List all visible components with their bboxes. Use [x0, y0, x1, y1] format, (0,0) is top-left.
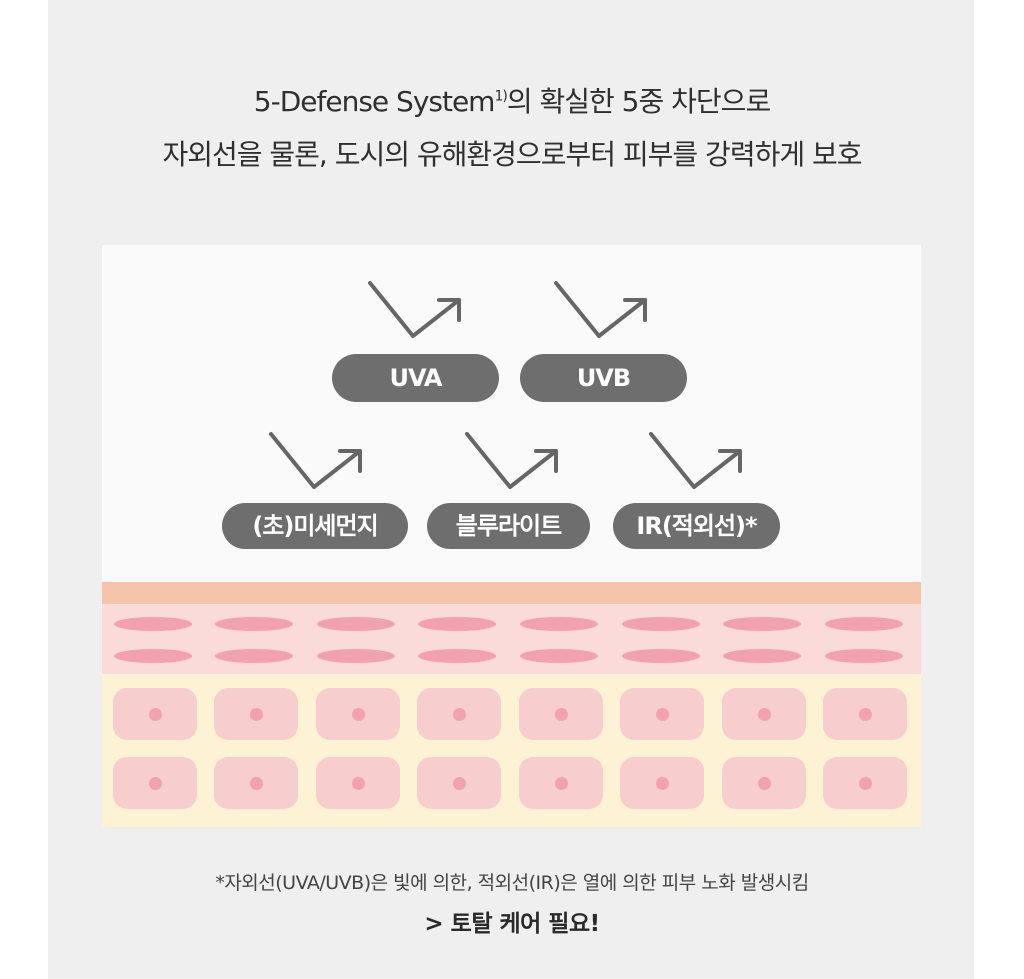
cell-nucleus	[250, 777, 263, 790]
cell-nucleus	[758, 708, 771, 721]
threat-pill-uva: UVA	[332, 354, 499, 402]
dermis-cell	[519, 688, 603, 740]
cell-nucleus	[352, 708, 365, 721]
dermis-cell	[316, 688, 400, 740]
threat-pill-fine-dust: (초)미세먼지	[222, 503, 408, 549]
threat-pill-blue-light: 블루라이트	[427, 503, 590, 549]
epidermis-cell	[825, 649, 903, 663]
environment-area: UVA UVB (초)미세먼지 블루라이트 IR(적외선)*	[102, 245, 921, 582]
epidermis-cell	[114, 617, 192, 631]
epidermis-cell	[215, 617, 293, 631]
epidermis-cell	[520, 649, 598, 663]
cell-nucleus	[149, 777, 162, 790]
epidermis-cell	[622, 617, 700, 631]
total-care-callout: > 토탈 케어 필요!	[424, 911, 600, 937]
dermis-cell	[823, 688, 907, 740]
skin-dermis-layer	[102, 674, 921, 827]
dermis-cell	[214, 757, 298, 809]
cell-nucleus	[758, 777, 771, 790]
dermis-cell	[519, 757, 603, 809]
epidermis-cell	[317, 617, 395, 631]
epidermis-cell	[723, 617, 801, 631]
deflect-arrow-icon	[554, 281, 647, 338]
epidermis-cell	[723, 649, 801, 663]
footnote-ref: 1)	[494, 88, 507, 105]
epidermis-cell	[317, 649, 395, 663]
headline-line-2: 자외선을 물론, 도시의 유해환경으로부터 피부를 강력하게 보호	[162, 138, 862, 171]
threat-pill-uvb: UVB	[520, 354, 687, 402]
deflect-arrow-icon	[368, 281, 461, 338]
headline-brand: 5-Defense System	[253, 85, 496, 118]
cell-nucleus	[453, 708, 466, 721]
cell-nucleus	[352, 777, 365, 790]
threat-pill-infrared: IR(적외선)*	[613, 503, 780, 549]
epidermis-cell	[418, 649, 496, 663]
dermis-cell	[823, 757, 907, 809]
deflect-arrow-icon	[649, 432, 742, 489]
dermis-cell	[113, 688, 197, 740]
epidermis-cell	[418, 617, 496, 631]
headline-suffix: 의 확실한 5중 차단으로	[506, 85, 771, 118]
skin-defense-diagram: UVA UVB (초)미세먼지 블루라이트 IR(적외선)*	[102, 245, 921, 827]
cell-nucleus	[453, 777, 466, 790]
dermis-cell	[722, 757, 806, 809]
cell-nucleus	[555, 708, 568, 721]
cell-nucleus	[656, 708, 669, 721]
cell-nucleus	[250, 708, 263, 721]
dermis-cell	[113, 757, 197, 809]
dermis-cell	[620, 757, 704, 809]
cell-nucleus	[149, 708, 162, 721]
skin-epidermis-layer	[102, 604, 921, 674]
cell-nucleus	[859, 777, 872, 790]
epidermis-cell	[215, 649, 293, 663]
cell-nucleus	[656, 777, 669, 790]
cell-nucleus	[859, 708, 872, 721]
skin-stratum-layer	[102, 582, 921, 604]
footnote-text: *자외선(UVA/UVB)은 빛에 의한, 적외선(IR)은 열에 의한 피부 …	[215, 872, 809, 894]
epidermis-cell	[114, 649, 192, 663]
dermis-cell	[214, 688, 298, 740]
deflect-arrow-icon	[465, 432, 558, 489]
dermis-cell	[417, 688, 501, 740]
epidermis-cell	[520, 617, 598, 631]
dermis-cell	[316, 757, 400, 809]
dermis-cell	[722, 688, 806, 740]
epidermis-cell	[825, 617, 903, 631]
dermis-cell	[620, 688, 704, 740]
headline-line-1: 5-Defense System1)의 확실한 5중 차단으로	[0, 80, 1024, 120]
cell-nucleus	[555, 777, 568, 790]
epidermis-cell	[622, 649, 700, 663]
deflect-arrow-icon	[269, 432, 362, 489]
dermis-cell	[417, 757, 501, 809]
